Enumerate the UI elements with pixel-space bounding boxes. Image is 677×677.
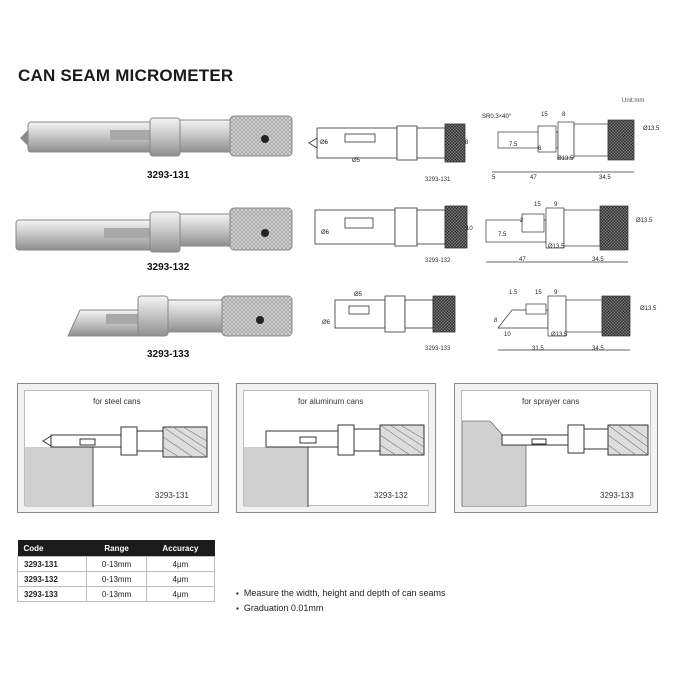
- dim-133-10: 10: [504, 332, 511, 338]
- cell-accuracy: 4μm: [145, 586, 216, 602]
- cell-range: 0-13mm: [86, 586, 147, 602]
- dim-132-7p5: 7.5: [498, 232, 507, 238]
- panel-caption-sprayer: for sprayer cans: [522, 397, 580, 406]
- micrometer-photo-132: [15, 207, 293, 253]
- header-code: Code: [17, 540, 87, 557]
- dim-133-9: 9: [554, 290, 558, 296]
- dim-131-d6: Ø6: [320, 140, 329, 146]
- spec-table-header: Code Range Accuracy: [17, 540, 215, 557]
- dim-132-47: 47: [519, 257, 526, 263]
- dim-131-8a: 8: [562, 112, 566, 118]
- table-row: 3293-132 0-13mm 4μm: [16, 571, 216, 587]
- drawing-131-dimensioned: [492, 119, 635, 173]
- dim-131-8b: 8: [465, 140, 469, 146]
- dim-133-1p5: 1.5: [509, 290, 518, 296]
- application-panel-aluminum: for aluminum cans 3293-132: [236, 383, 436, 513]
- sprayer-can-illustration: [462, 420, 649, 507]
- drawing-132-dimensioned: [485, 205, 629, 263]
- dim-133-d13b: Ø13.5: [640, 306, 657, 312]
- table-row: 3293-131 0-13mm 4μm: [16, 556, 216, 572]
- spec-table: Code Range Accuracy 3293-131 0-13mm 4μm …: [16, 540, 216, 602]
- feature-item: Measure the width, height and depth of c…: [236, 586, 446, 601]
- cell-accuracy: 4μm: [145, 571, 216, 587]
- feature-item: Graduation 0.01mm: [236, 601, 445, 616]
- cell-accuracy: 4μm: [145, 556, 216, 572]
- dim-131-34p5: 34.5: [599, 175, 611, 181]
- dim-131-7p5: 7.5: [509, 142, 518, 148]
- panel-code-aluminum: 3293-132: [374, 491, 408, 500]
- dim-131-47: 47: [530, 175, 537, 181]
- dim-133-31p5: 31.5: [532, 346, 544, 352]
- panel-code-sprayer: 3293-133: [600, 491, 634, 500]
- dim-132-10: 10: [466, 226, 473, 232]
- dim-131-6: 6: [538, 146, 542, 152]
- model-label-132: 3293-132: [147, 262, 190, 273]
- cell-code: 3293-132: [16, 571, 88, 587]
- panel-code-steel: 3293-131: [155, 491, 189, 500]
- drawing-133-dimensioned: [497, 295, 631, 351]
- dim-133-d6: Ø6: [322, 320, 331, 326]
- dim-132-15: 15: [534, 202, 541, 208]
- unit-label: Unit:mm: [622, 98, 645, 104]
- cell-range: 0-13mm: [86, 571, 147, 587]
- dim-132-2: 2: [520, 218, 524, 224]
- dim-131-15: 15: [541, 112, 548, 118]
- model-label-131: 3293-131: [147, 170, 190, 181]
- product-photos: [15, 115, 293, 337]
- feature-list: Measure the width, height and depth of c…: [236, 586, 446, 616]
- cell-code: 3293-131: [16, 556, 88, 572]
- dim-131-5: 5: [492, 175, 496, 181]
- micrometer-photo-133: [67, 295, 293, 337]
- drawing-131-side: [308, 123, 466, 163]
- panel-caption-aluminum: for aluminum cans: [298, 397, 364, 406]
- dim-131-d13b: Ø13.5: [643, 126, 660, 132]
- dim-132-9: 9: [554, 202, 558, 208]
- drawing-132-side: [314, 205, 468, 249]
- dim-133-34p5: 34.5: [592, 346, 604, 352]
- application-panel-sprayer: for sprayer cans 3293-133: [454, 383, 658, 513]
- drawing-133-side: [334, 295, 456, 333]
- drawing-label-132: 3293-132: [425, 258, 451, 264]
- dim-132-d6: Ø6: [321, 230, 330, 236]
- model-label-133: 3293-133: [147, 349, 190, 360]
- table-row: 3293-133 0-13mm 4μm: [16, 586, 216, 602]
- aluminum-can-illustration: [244, 424, 425, 507]
- steel-can-illustration: [25, 426, 208, 507]
- drawing-label-133: 3293-133: [425, 346, 451, 352]
- side-view-drawings: [308, 123, 468, 333]
- drawing-label-131: 3293-131: [425, 177, 451, 183]
- page-title: CAN SEAM MICROMETER: [18, 66, 234, 85]
- header-range: Range: [86, 540, 147, 557]
- panel-caption-steel: for steel cans: [93, 397, 141, 406]
- cell-range: 0-13mm: [86, 556, 147, 572]
- dim-132-d13a: Ø13.5: [548, 244, 565, 250]
- dim-131-d5: Ø5: [352, 158, 361, 164]
- dim-133-8: 8: [494, 318, 498, 324]
- micrometer-photo-131: [20, 115, 293, 157]
- dim-133-d5: Ø5: [354, 292, 363, 298]
- dim-133-15: 15: [535, 290, 542, 296]
- cell-code: 3293-133: [16, 586, 88, 602]
- dim-131-d13a: Ø13.5: [557, 156, 574, 162]
- header-accuracy: Accuracy: [146, 540, 215, 557]
- dim-133-d13a: Ø13.5: [551, 332, 568, 338]
- dim-132-d13b: Ø13.5: [636, 218, 653, 224]
- dimension-drawings: [485, 119, 635, 351]
- dim-132-34p5: 34.5: [592, 257, 604, 263]
- application-panel-steel: for steel cans 3293-131: [17, 383, 219, 513]
- dim-131-sr: SR0.3×40°: [482, 114, 512, 120]
